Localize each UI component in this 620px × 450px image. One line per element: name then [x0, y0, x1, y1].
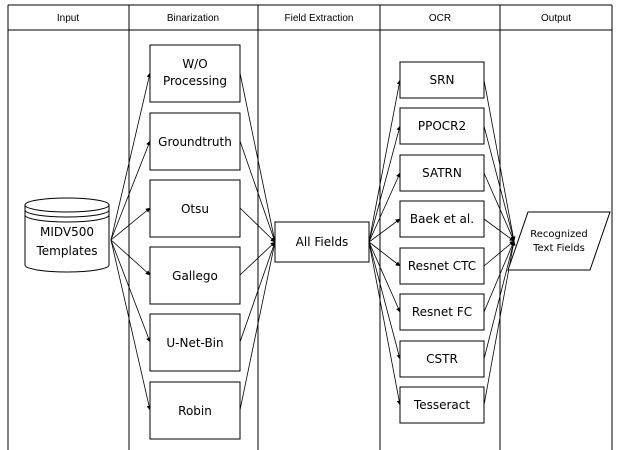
binarization-gallego-node: Gallego: [149, 246, 241, 305]
edge-ocr-to-output-1: [483, 125, 516, 242]
input-templates-node: MIDV500 Templates: [24, 197, 110, 273]
binarization-gallego-label: Gallego: [172, 269, 218, 283]
ocr-srn-node: SRN: [399, 61, 485, 99]
output-label-line-1: Recognized: [530, 229, 587, 240]
edge-input-to-binarization-4: [110, 239, 151, 343]
column-headers: Input Binarization Field Extraction OCR …: [57, 13, 571, 24]
ocr-cstr-node: CSTR: [399, 340, 485, 378]
edge-binarization-to-fields-3: [239, 241, 276, 276]
edge-fields-to-ocr-4: [368, 241, 401, 267]
binarization-unet-bin-label: U-Net-Bin: [166, 336, 223, 350]
connection-edges: [110, 72, 516, 411]
header-field-extraction: Field Extraction: [285, 13, 354, 24]
edge-fields-to-ocr-3: [368, 218, 401, 243]
edge-binarization-to-fields-0: [239, 72, 277, 243]
edge-fields-to-ocr-2: [368, 172, 401, 243]
input-label-line-2: Templates: [35, 244, 97, 258]
edge-binarization-to-fields-2: [239, 207, 276, 243]
edge-binarization-to-fields-1: [239, 140, 276, 243]
edge-binarization-to-fields-5: [239, 241, 277, 411]
edge-binarization-to-fields-4: [239, 241, 276, 343]
ocr-ppocr2-label: PPOCR2: [418, 119, 466, 133]
ocr-ppocr2-node: PPOCR2: [399, 107, 485, 145]
ocr-baek-label: Baek et al.: [410, 212, 474, 226]
ocr-tesseract-label: Tesseract: [413, 398, 470, 412]
header-output: Output: [541, 13, 571, 24]
edge-ocr-to-output-2: [483, 172, 515, 242]
edge-fields-to-ocr-6: [368, 241, 402, 360]
binarization-robin-label: Robin: [178, 404, 212, 418]
all-fields-label: All Fields: [296, 235, 349, 249]
ocr-satrn-node: SATRN: [399, 154, 485, 192]
binarization-wo-label-line-1: W/O: [182, 57, 207, 71]
ocr-resnet-ctc-node: Resnet CTC: [399, 247, 485, 285]
column-grid: [7, 4, 613, 450]
header-binarization: Binarization: [167, 13, 219, 24]
ocr-srn-label: SRN: [430, 73, 455, 87]
edge-input-to-binarization-0: [110, 72, 152, 241]
output-recognized-fields-node: Recognized Text Fields: [507, 211, 611, 271]
edge-fields-to-ocr-0: [368, 79, 402, 243]
ocr-satrn-label: SATRN: [422, 166, 462, 180]
binarization-otsu-node: Otsu: [149, 179, 241, 238]
edge-input-to-binarization-1: [110, 140, 151, 241]
edge-fields-to-ocr-7: [368, 241, 402, 406]
binarization-groundtruth-node: Groundtruth: [149, 112, 241, 171]
ocr-baek-node: Baek et al.: [399, 200, 485, 238]
edge-ocr-to-output-0: [483, 79, 516, 242]
edge-fields-to-ocr-5: [368, 241, 401, 313]
binarization-wo-label-line-2: Processing: [163, 74, 227, 88]
input-label-line-1: MIDV500: [40, 225, 94, 239]
edge-ocr-to-output-6: [483, 240, 516, 360]
ocr-tesseract-node: Tesseract: [399, 386, 485, 424]
output-label-line-2: Text Fields: [532, 243, 585, 254]
edge-ocr-to-output-3: [483, 218, 515, 242]
header-input: Input: [57, 13, 79, 24]
binarization-robin-node: Robin: [149, 381, 241, 440]
edge-fields-to-ocr-1: [368, 125, 402, 243]
header-ocr: OCR: [429, 13, 451, 24]
edge-input-to-binarization-3: [110, 239, 151, 276]
field-extraction-all-fields-node: All Fields: [274, 221, 370, 263]
edge-input-to-binarization-2: [110, 207, 151, 241]
binarization-wo-processing-node: W/O Processing: [149, 44, 241, 103]
edge-ocr-to-output-5: [483, 240, 515, 313]
ocr-resnet-fc-node: Resnet FC: [399, 293, 485, 331]
edge-input-to-binarization-5: [110, 239, 152, 411]
binarization-otsu-label: Otsu: [181, 202, 209, 216]
binarization-unet-bin-node: U-Net-Bin: [149, 313, 241, 372]
ocr-resnet-ctc-label: Resnet CTC: [408, 259, 476, 273]
ocr-cstr-label: CSTR: [426, 352, 458, 366]
edge-ocr-to-output-4: [483, 240, 515, 267]
binarization-groundtruth-label: Groundtruth: [158, 135, 232, 149]
ocr-resnet-fc-label: Resnet FC: [412, 305, 472, 319]
